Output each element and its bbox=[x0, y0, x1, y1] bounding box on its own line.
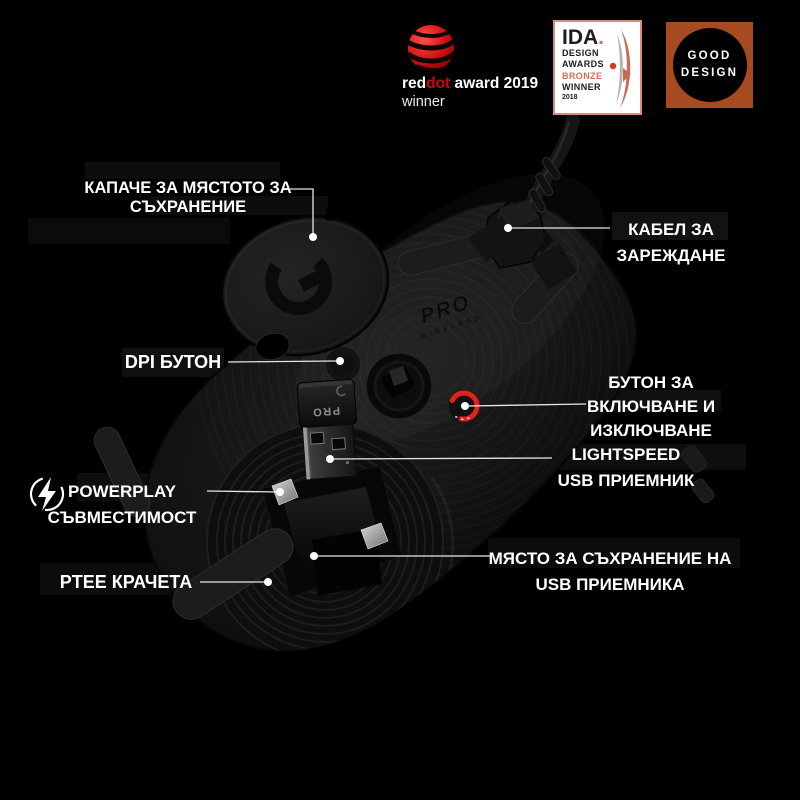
leader-dot-charging-cable bbox=[504, 224, 512, 232]
usb-receiver-dongle: PRO bbox=[296, 378, 357, 481]
front-shell-edge bbox=[530, 244, 577, 290]
optical-sensor bbox=[365, 352, 433, 420]
leader-lines bbox=[200, 188, 610, 583]
g-logo bbox=[265, 247, 333, 315]
callout-usb-storage: МЯСТО ЗА СЪХРАНЕНИЕ НА USB ПРИЕМНИКА bbox=[488, 549, 732, 594]
leader-dot-power-button bbox=[461, 402, 469, 410]
decor-strip bbox=[85, 162, 280, 179]
powerplay-contact bbox=[271, 478, 299, 506]
reddot-line1: reddot award 2019 bbox=[402, 75, 539, 92]
callout-ptfe-feet: PTEE КРАЧЕТА bbox=[59, 572, 193, 592]
callout-storage-cap: КАПАЧЕ ЗА МЯСТОТО ЗА СЪХРАНЕНИЕ bbox=[84, 179, 292, 217]
leader-dots bbox=[264, 224, 512, 586]
ida-bronze: BRONZE bbox=[562, 70, 603, 81]
good-design-line1: GOOD bbox=[687, 50, 732, 63]
cap-hole bbox=[255, 332, 290, 361]
leader-line-usb-receiver bbox=[329, 457, 553, 460]
decor-strip bbox=[548, 444, 746, 470]
decor-strip bbox=[122, 348, 224, 377]
ida-art bbox=[609, 30, 631, 108]
powerplay-contact bbox=[360, 522, 389, 550]
callout-usb-receiver: LIGHTSPEED USB ПРИЕМНИК bbox=[557, 445, 695, 491]
powerplay-lightning-icon bbox=[29, 476, 65, 512]
decor-strip bbox=[28, 218, 230, 244]
ida-title: IDA. bbox=[562, 26, 605, 49]
callout-powerplay: POWERPLAY СЪВМЕСТИМОСТ bbox=[47, 482, 197, 527]
good-design-circle: GOOD DESIGN bbox=[672, 28, 747, 102]
leader-dot-usb-storage bbox=[310, 552, 318, 560]
side-buttons bbox=[681, 445, 715, 504]
callout-dpi-button: DPI БУТОН bbox=[124, 352, 222, 372]
reddot-award-badge: reddot award 2019 winner bbox=[402, 75, 538, 111]
good-design-line2: DESIGN bbox=[680, 67, 739, 79]
leader-dot-dpi-button bbox=[336, 357, 344, 365]
ida-design-awards-badge: IDA. DESIGN AWARDS BRONZE WINNER 2018 bbox=[553, 20, 642, 115]
decor-strip bbox=[150, 196, 328, 215]
charging-cable bbox=[482, 113, 580, 269]
leader-line-storage-cap bbox=[290, 188, 314, 234]
leader-dot-ptfe-feet bbox=[264, 578, 272, 586]
leader-line-powerplay bbox=[206, 490, 279, 493]
leader-line-dpi-button bbox=[227, 360, 339, 363]
callout-charging-cable: КАБЕЛ ЗА ЗАРЕЖДАНЕ bbox=[616, 220, 726, 265]
decor-strip bbox=[612, 212, 728, 240]
dpi-button-control bbox=[324, 345, 362, 383]
ida-design: DESIGN bbox=[562, 48, 599, 58]
storage-cap-cover bbox=[220, 207, 390, 361]
callout-power-button: БУТОН ЗА ВКЛЮЧВАНЕ И ИЗКЛЮЧВАНЕ bbox=[586, 373, 716, 441]
leader-dot-powerplay bbox=[276, 488, 284, 496]
ida-year: 2018 bbox=[562, 94, 578, 101]
cap-notch bbox=[325, 207, 333, 221]
good-design-badge: GOOD DESIGN bbox=[666, 22, 753, 108]
decor-strip bbox=[488, 538, 740, 568]
front-shell-edge bbox=[468, 216, 516, 262]
receiver-text-pro: PRO bbox=[311, 404, 340, 418]
usb-storage-compartment bbox=[261, 465, 403, 599]
reddot-winner: winner bbox=[402, 93, 445, 110]
leader-dot-usb-receiver bbox=[326, 455, 334, 463]
reddot-logo bbox=[408, 25, 454, 71]
leader-line-power-button bbox=[466, 403, 587, 407]
ida-awards: AWARDS bbox=[562, 59, 604, 70]
receiver-g-logo bbox=[335, 385, 347, 397]
ida-winner: WINNER bbox=[562, 81, 601, 92]
leader-dot-storage-cap bbox=[309, 233, 317, 241]
